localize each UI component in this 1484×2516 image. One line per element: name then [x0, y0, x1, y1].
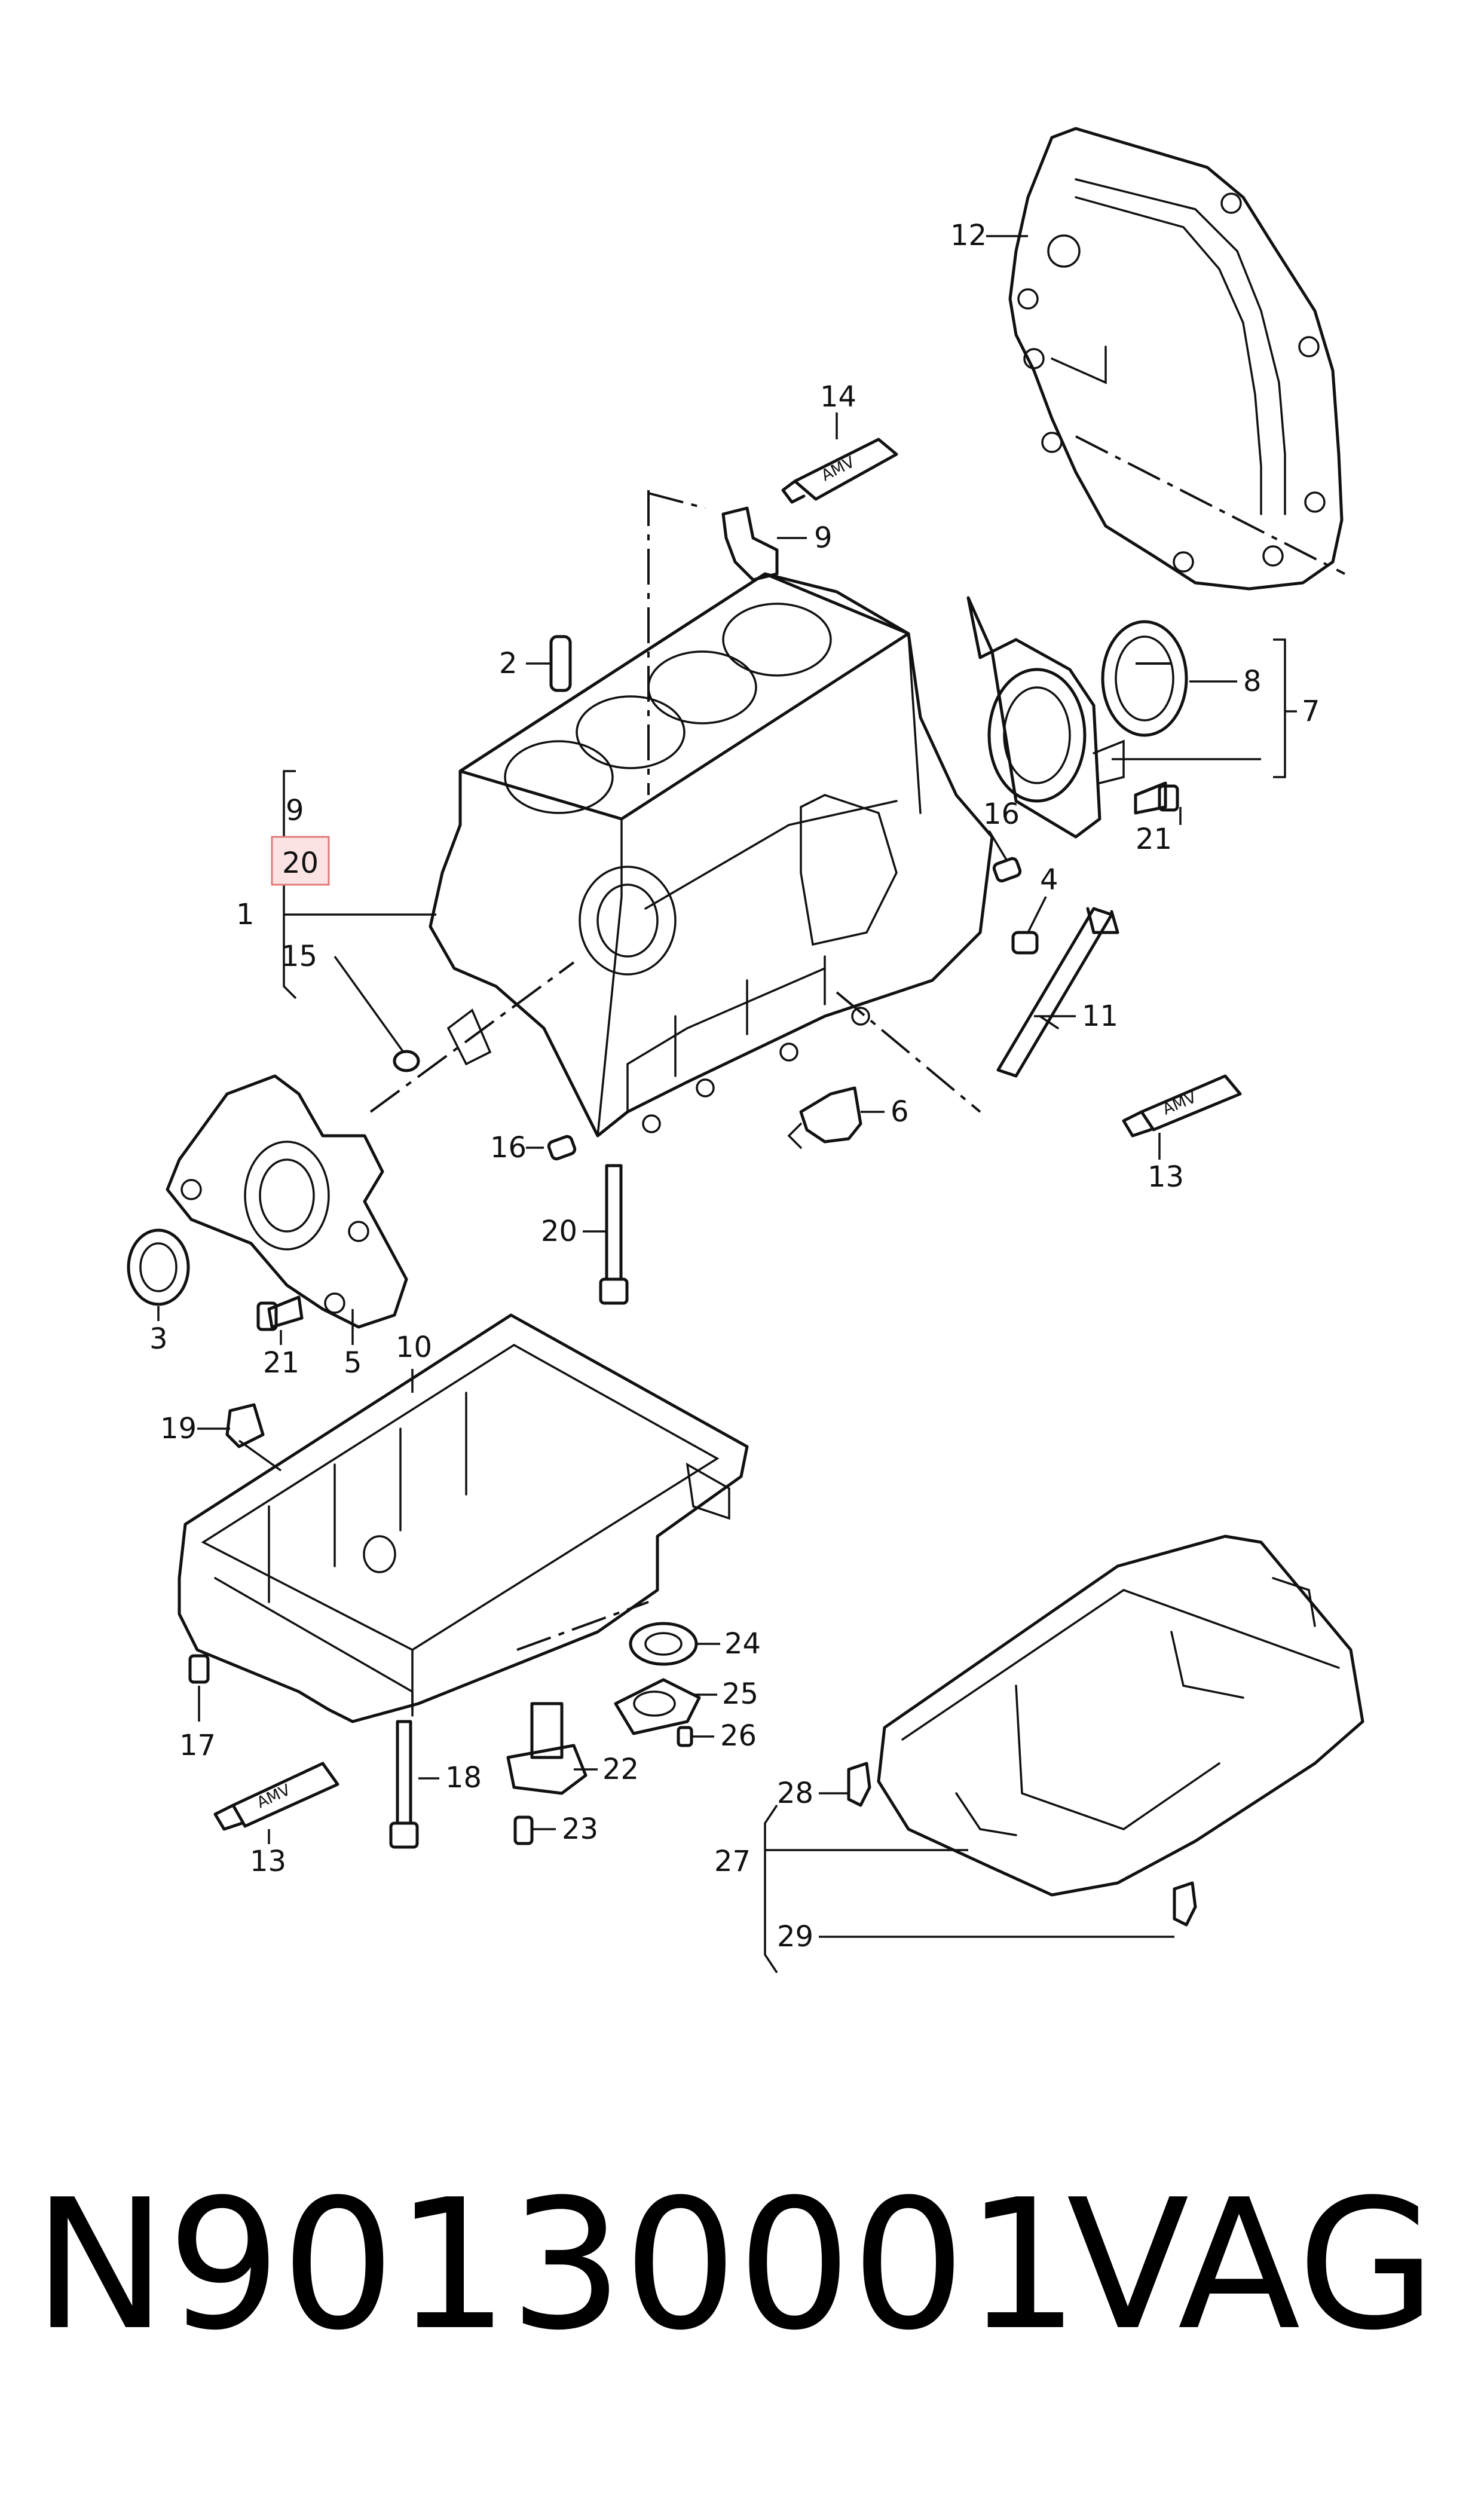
- front-seal-flange: [166, 1074, 408, 1329]
- callout-29: 29: [777, 1920, 813, 1954]
- callout-9-top: 9: [814, 521, 833, 555]
- callout-9-bracket: 9: [286, 794, 304, 827]
- sensor-screw: [677, 1726, 693, 1747]
- callout-20-bracket: 20: [282, 846, 319, 880]
- brand-text: VAG: [1066, 2161, 1436, 2370]
- callout-3: 3: [149, 1322, 168, 1356]
- sealant-tube-bottom: AMV: [213, 1762, 339, 1831]
- upper-oil-pan: [178, 1313, 749, 1723]
- sensor-flange: [614, 1678, 701, 1735]
- callout-24: 24: [724, 1627, 761, 1661]
- lower-oil-pan-shield: [877, 1534, 1364, 1897]
- callout-18: 18: [445, 1761, 482, 1794]
- callout-13-bottom: 13: [250, 1845, 286, 1878]
- callout-6: 6: [891, 1095, 909, 1129]
- small-seal-ring: [393, 1050, 420, 1072]
- callout-2: 2: [499, 647, 518, 680]
- sensor-bolt: [513, 1815, 534, 1845]
- sealant-tube-top: AMV: [781, 438, 898, 504]
- callout-21-left: 21: [263, 1346, 299, 1380]
- callout-10: 10: [396, 1331, 432, 1364]
- callout-8: 8: [1243, 665, 1262, 698]
- callout-12: 12: [950, 219, 987, 252]
- callout-20: 20: [541, 1215, 577, 1248]
- callout-21-right: 21: [1136, 823, 1172, 856]
- sealing-plug: [1011, 931, 1039, 955]
- callout-22: 22: [602, 1753, 639, 1786]
- callout-labels: 12 14 9 2 8 7 16 21 4 11 6 13 9 20 1 15 …: [149, 219, 1320, 1954]
- pan-bolt: [188, 1654, 210, 1684]
- callout-27: 27: [714, 1845, 751, 1878]
- part-number-text: N90130001: [33, 2161, 1080, 2370]
- callout-16-right: 16: [983, 797, 1020, 831]
- callout-28: 28: [777, 1777, 813, 1810]
- oil-drain-plug: [225, 1403, 265, 1448]
- pan-clip-left: [847, 1762, 871, 1807]
- callout-5: 5: [344, 1346, 362, 1380]
- oil-jet-bolt: [721, 506, 779, 582]
- cylinder-head-bolt: [599, 1164, 629, 1305]
- sealant-tube-right: AMV: [1122, 1074, 1242, 1138]
- callout-19: 19: [160, 1412, 197, 1445]
- callout-4: 4: [1040, 863, 1058, 897]
- bolt-left: [256, 1295, 304, 1331]
- pan-long-bolt: [389, 1720, 419, 1849]
- oil-level-sensor: [506, 1702, 588, 1795]
- callout-25: 25: [722, 1677, 758, 1711]
- dipstick-guide-tube: [996, 907, 1119, 1078]
- bolt-right: [1134, 781, 1179, 815]
- rear-gasket-plate: [1008, 127, 1344, 591]
- callout-23: 23: [562, 1812, 598, 1846]
- dowel-sleeve-left: [547, 1135, 577, 1161]
- assembly-axes: [369, 435, 1345, 1651]
- engine-block: [429, 572, 994, 1138]
- callout-14: 14: [820, 380, 856, 414]
- highlighted-callout-box: [271, 836, 330, 886]
- callout-7: 7: [1302, 695, 1320, 728]
- sensor-seal-ring: [629, 1622, 698, 1666]
- callout-16-left: 16: [490, 1131, 527, 1164]
- dowel-sleeve-right: [992, 857, 1022, 883]
- callout-15: 15: [281, 940, 317, 973]
- callout-26: 26: [720, 1719, 757, 1753]
- front-oil-seal: [127, 1228, 190, 1306]
- callout-17: 17: [179, 1729, 216, 1762]
- rear-seal-flange: [966, 596, 1125, 839]
- callout-13-right: 13: [1148, 1160, 1184, 1194]
- rear-oil-seal: [1101, 620, 1188, 737]
- leader-lines: [157, 235, 1297, 1973]
- callout-1: 1: [236, 898, 255, 931]
- callout-11: 11: [1082, 999, 1118, 1033]
- dowel-pin: [549, 635, 572, 692]
- oil-pressure-switch: [787, 1086, 862, 1149]
- pan-clip-right: [1173, 1881, 1197, 1927]
